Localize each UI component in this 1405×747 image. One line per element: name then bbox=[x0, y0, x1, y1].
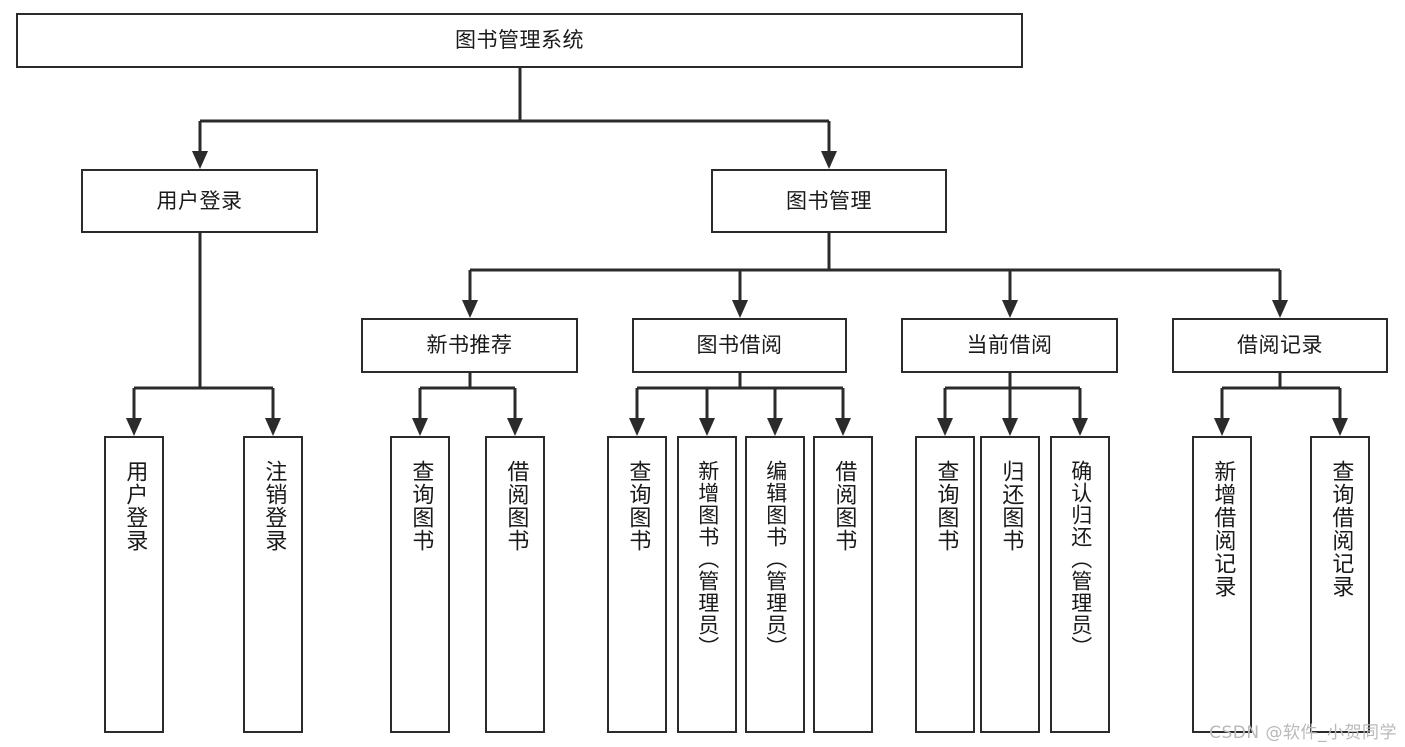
node-new-book-rec[interactable]: 新书推荐 bbox=[361, 318, 578, 373]
node-label: 借阅记录 bbox=[1237, 333, 1323, 358]
node-leaf-query-book-1[interactable]: 查询图书 bbox=[390, 436, 450, 733]
node-book-manage[interactable]: 图书管理 bbox=[711, 169, 947, 233]
node-label: 新增借阅记录 bbox=[1210, 460, 1236, 598]
node-leaf-add-record[interactable]: 新增借阅记录 bbox=[1192, 436, 1252, 733]
node-leaf-query-book-2[interactable]: 查询图书 bbox=[607, 436, 667, 733]
node-label: 确认归还（管理员） bbox=[1068, 460, 1093, 658]
node-leaf-user-login[interactable]: 用户登录 bbox=[104, 436, 164, 733]
node-label: 新书推荐 bbox=[426, 333, 513, 358]
node-leaf-query-record[interactable]: 查询借阅记录 bbox=[1310, 436, 1370, 733]
node-label: 查询图书 bbox=[408, 460, 434, 552]
node-label: 注销登录 bbox=[261, 460, 287, 552]
node-user-login[interactable]: 用户登录 bbox=[81, 169, 318, 233]
node-label: 查询图书 bbox=[933, 460, 959, 552]
node-label: 图书管理 bbox=[786, 188, 872, 213]
node-label: 当前借阅 bbox=[966, 333, 1053, 358]
node-root[interactable]: 图书管理系统 bbox=[16, 13, 1023, 68]
node-leaf-borrow-book-1[interactable]: 借阅图书 bbox=[485, 436, 545, 733]
node-leaf-user-logout[interactable]: 注销登录 bbox=[243, 436, 303, 733]
node-leaf-edit-book[interactable]: 编辑图书（管理员） bbox=[745, 436, 805, 733]
node-leaf-add-book[interactable]: 新增图书（管理员） bbox=[677, 436, 737, 733]
node-leaf-borrow-book-2[interactable]: 借阅图书 bbox=[813, 436, 873, 733]
node-label: 借阅图书 bbox=[503, 460, 529, 552]
node-leaf-return-book[interactable]: 归还图书 bbox=[980, 436, 1040, 733]
node-leaf-confirm-return[interactable]: 确认归还（管理员） bbox=[1050, 436, 1110, 733]
watermark-text: CSDN @软件_小贺同学 bbox=[1209, 723, 1397, 743]
node-current-borrow[interactable]: 当前借阅 bbox=[901, 318, 1118, 373]
node-label: 归还图书 bbox=[998, 460, 1024, 552]
node-label: 借阅图书 bbox=[831, 460, 857, 552]
node-label: 图书借阅 bbox=[696, 333, 783, 358]
node-label: 用户登录 bbox=[122, 460, 148, 552]
node-leaf-query-book-3[interactable]: 查询图书 bbox=[915, 436, 975, 733]
node-label: 用户登录 bbox=[156, 188, 243, 213]
node-label: 查询图书 bbox=[625, 460, 651, 552]
node-book-borrow[interactable]: 图书借阅 bbox=[632, 318, 847, 373]
node-label: 新增图书（管理员） bbox=[695, 460, 720, 658]
node-label: 图书管理系统 bbox=[455, 28, 584, 53]
node-label: 查询借阅记录 bbox=[1328, 460, 1354, 598]
node-label: 编辑图书（管理员） bbox=[763, 460, 788, 658]
node-borrow-record[interactable]: 借阅记录 bbox=[1172, 318, 1388, 373]
